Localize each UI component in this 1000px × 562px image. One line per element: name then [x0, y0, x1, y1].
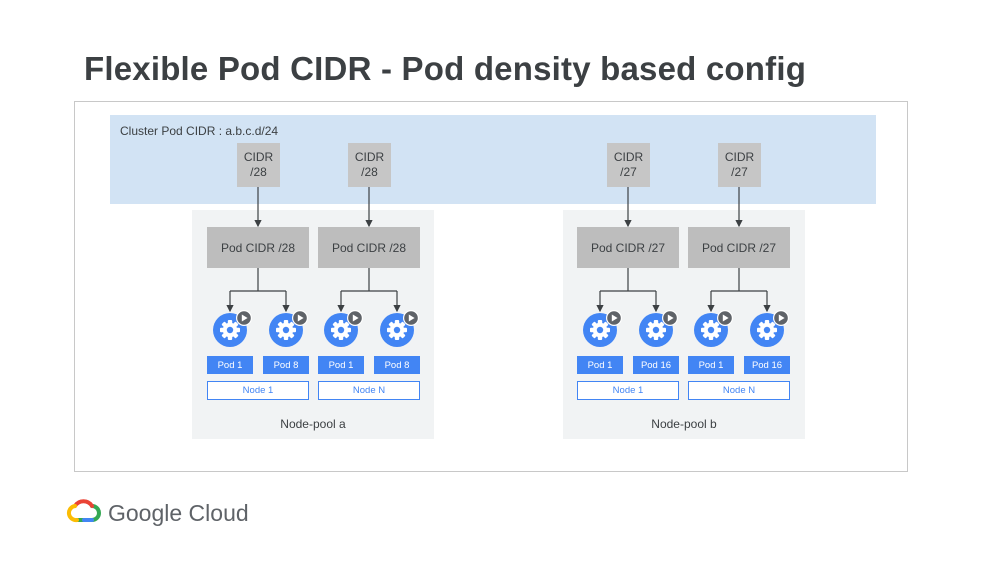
branch-b1: [599, 268, 657, 310]
pod-label: Pod 16: [633, 356, 679, 374]
node-box-a2: Node N: [318, 381, 420, 400]
pod-label: Pod 1: [318, 356, 364, 374]
pod-label: Pod 8: [374, 356, 420, 374]
pod-gear-icon: [380, 310, 419, 347]
pod-cidr-box-b1: Pod CIDR /27: [577, 227, 679, 268]
pod-cidr-box-b2: Pod CIDR /27: [688, 227, 790, 268]
pod-label: Pod 1: [577, 356, 623, 374]
pod-gear-icon: [269, 310, 308, 347]
pod-gear-icon: [213, 310, 252, 347]
branch-a1: [229, 268, 287, 310]
cidr-box-a1: CIDR /28: [237, 143, 280, 187]
pod-label: Pod 8: [263, 356, 309, 374]
pod-cidr-box-a1: Pod CIDR /28: [207, 227, 309, 268]
cidr-prefix: /27: [620, 165, 637, 179]
cidr-box-b2: CIDR /27: [718, 143, 761, 187]
cidr-label: CIDR: [613, 150, 644, 164]
pod-gear-icon: [324, 310, 363, 347]
pod-label: Pod 16: [744, 356, 790, 374]
cidr-prefix: /27: [731, 165, 748, 179]
page-title: Flexible Pod CIDR - Pod density based co…: [84, 50, 807, 87]
google-cloud-wordmark: Google Cloud: [108, 500, 249, 526]
node-pool-b-label: Node-pool b: [651, 417, 717, 431]
pod-gear-icon: [694, 310, 733, 347]
cidr-box-b1: CIDR /27: [607, 143, 650, 187]
branch-b2: [710, 268, 768, 310]
pod-gear-icon: [750, 310, 789, 347]
cluster-pod-cidr-label: Cluster Pod CIDR : a.b.c.d/24: [120, 124, 279, 138]
node-box-a1: Node 1: [207, 381, 309, 400]
cidr-box-a2: CIDR /28: [348, 143, 391, 187]
node-pool-a-label: Node-pool a: [280, 417, 346, 431]
cidr-prefix: /28: [250, 165, 267, 179]
cidr-label: CIDR: [243, 150, 274, 164]
pod-label: Pod 1: [207, 356, 253, 374]
diagram-frame: [74, 101, 908, 472]
pod-gear-icon: [583, 310, 622, 347]
pod-label: Pod 1: [688, 356, 734, 374]
cidr-label: CIDR: [354, 150, 385, 164]
pod-cidr-box-a2: Pod CIDR /28: [318, 227, 420, 268]
cidr-label: CIDR: [724, 150, 755, 164]
node-box-b2: Node N: [688, 381, 790, 400]
cidr-prefix: /28: [361, 165, 378, 179]
pod-gear-icon: [639, 310, 678, 347]
node-box-b1: Node 1: [577, 381, 679, 400]
google-cloud-logo-icon: [66, 499, 101, 523]
branch-a2: [340, 268, 398, 310]
